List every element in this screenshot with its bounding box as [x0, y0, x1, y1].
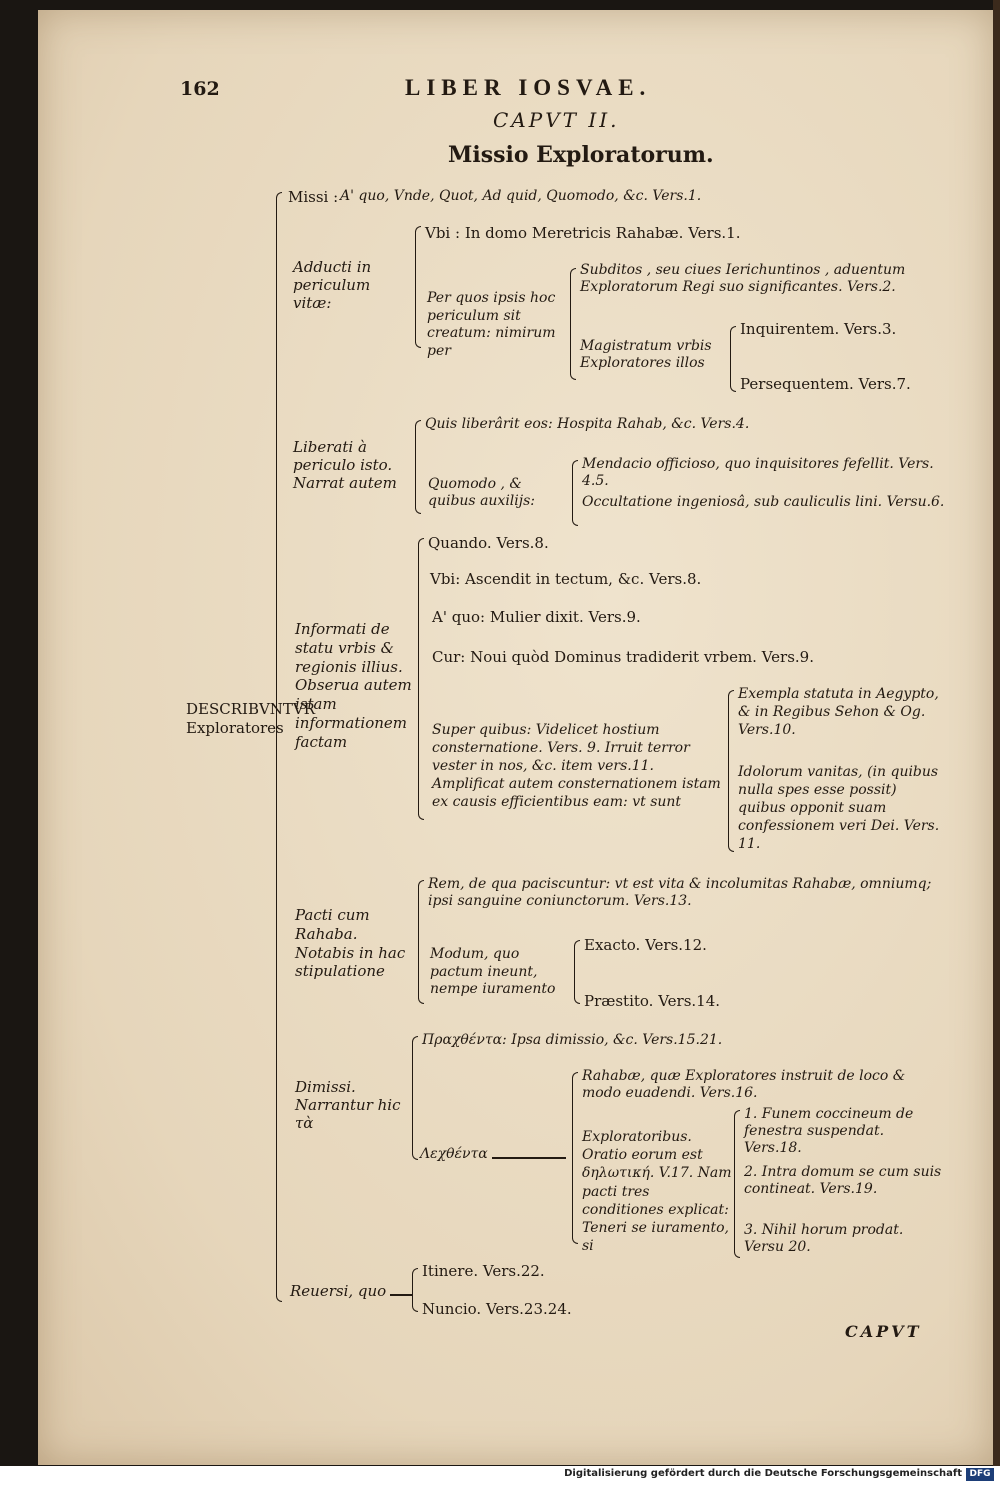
page-number: 162 — [180, 78, 220, 100]
b3-quis: Quis liberârit eos: Hospita Rahab, &c. V… — [425, 416, 750, 432]
b4-label: Informati de statu vrbis & regionis illi… — [295, 620, 412, 751]
main-bracket — [276, 192, 282, 1302]
b2-mag-bracket — [730, 326, 736, 392]
running-title: LIBER IOSVAE. — [405, 75, 652, 100]
book-page — [38, 10, 993, 1465]
footer-credit: Digitalisierung gefördert durch die Deut… — [564, 1468, 962, 1479]
b6-bracket — [412, 1036, 418, 1160]
b4-a-quo: A' quo: Mulier dixit. Vers.9. — [432, 608, 641, 626]
book-spine — [993, 0, 1000, 1485]
b2-subditos: Subditos , seu ciues Ierichuntinos , adu… — [580, 262, 906, 295]
b4-cur: Cur: Noui quòd Dominus tradiderit vrbem.… — [432, 648, 814, 666]
b6-pracheth: Πραχθέντα: Ipsa dimissio, &c. Vers.15.21… — [422, 1032, 723, 1048]
catchword: CAPVT — [845, 1322, 922, 1341]
b2-per: Per quos ipsis hoc periculum sit creatum… — [427, 290, 556, 359]
b6-label: Dimissi. Narrantur hic τὰ — [295, 1078, 401, 1132]
b4-ubi: Vbi: Ascendit in tectum, &c. Vers.8. — [430, 570, 702, 588]
b3-label: Liberati à periculo isto. Narrat autem — [293, 438, 397, 492]
b5-praestito: Præstito. Vers.14. — [584, 992, 721, 1010]
b6-condition-3: 3. Nihil horum prodat. Versu 20. — [744, 1222, 904, 1255]
b1-text: A' quo, Vnde, Quot, Ad quid, Quomodo, &c… — [340, 188, 702, 204]
b5-modum: Modum, quo pactum ineunt, nempe iurament… — [430, 946, 556, 997]
b5-rem: Rem, de qua paciscuntur: vt est vita & i… — [428, 876, 932, 909]
b7-itinere: Itinere. Vers.22. — [422, 1262, 545, 1280]
b1-label: Missi : — [288, 188, 339, 206]
chapter-label: CAPVT II. — [493, 108, 620, 132]
b6-condition-2: 2. Intra domum se cum suis contineat. Ve… — [744, 1164, 942, 1197]
dfg-logo: DFG — [966, 1468, 994, 1481]
b6-conditions-bracket — [734, 1110, 740, 1258]
b4-quando: Quando. Vers.8. — [428, 534, 549, 552]
b2-ubi: Vbi : In domo Meretricis Rahabæ. Vers.1. — [425, 224, 741, 242]
b7-label: Reuersi, quo — [290, 1282, 387, 1300]
b5-exacto: Exacto. Vers.12. — [584, 936, 707, 954]
b7-bracket — [412, 1268, 418, 1312]
b5-label: Pacti cum Rahaba. Notabis in hac stipula… — [295, 906, 406, 981]
b4-exempla: Exempla statuta in Aegypto, & in Regibus… — [738, 686, 939, 738]
b6-lechth-bracket — [572, 1072, 578, 1244]
b5-modum-bracket — [574, 940, 580, 1004]
b3-bracket — [415, 420, 421, 514]
b3-occultatione: Occultatione ingeniosâ, sub cauliculis l… — [582, 494, 945, 510]
b4-super-bracket — [728, 690, 734, 852]
b6-exploratoribus: Exploratoribus. Oratio eorum est δηλωτικ… — [582, 1129, 732, 1255]
b6-lechth: Λεχθέντα — [420, 1146, 488, 1162]
b2-label: Adducti in periculum vitæ: — [293, 258, 372, 312]
b2-persequentem: Persequentem. Vers.7. — [740, 375, 911, 393]
b6-rahabae: Rahabæ, quæ Exploratores instruit de loc… — [582, 1068, 906, 1101]
b6-condition-1: 1. Funem coccineum de fenestra suspendat… — [744, 1106, 914, 1156]
b3-quomodo-bracket — [572, 460, 578, 526]
chapter-title: Missio Exploratorum. — [448, 142, 714, 168]
root-label: DESCRIBVNTVR Exploratores — [186, 700, 316, 737]
b3-mendacio: Mendacio officioso, quo inquisitores fef… — [582, 456, 934, 489]
b4-idolorum: Idolorum vanitas, (in quibus nulla spes … — [738, 764, 940, 852]
digitization-footer: Digitalisierung gefördert durch die Deut… — [0, 1466, 1000, 1485]
b5-bracket — [418, 880, 424, 1004]
b4-bracket — [418, 538, 424, 820]
b2-magistratum: Magistratum vrbis Exploratores illos — [580, 338, 712, 371]
b6-lechth-leader — [492, 1157, 566, 1159]
b7-leader — [390, 1294, 412, 1296]
b2-per-bracket — [570, 268, 576, 380]
b2-inquirentem: Inquirentem. Vers.3. — [740, 320, 897, 338]
b3-quomodo: Quomodo , & quibus auxilijs: — [428, 476, 536, 509]
b7-nuncio: Nuncio. Vers.23.24. — [422, 1300, 572, 1318]
b4-super: Super quibus: Videlicet hostium constern… — [432, 722, 721, 810]
b2-bracket — [415, 226, 421, 348]
